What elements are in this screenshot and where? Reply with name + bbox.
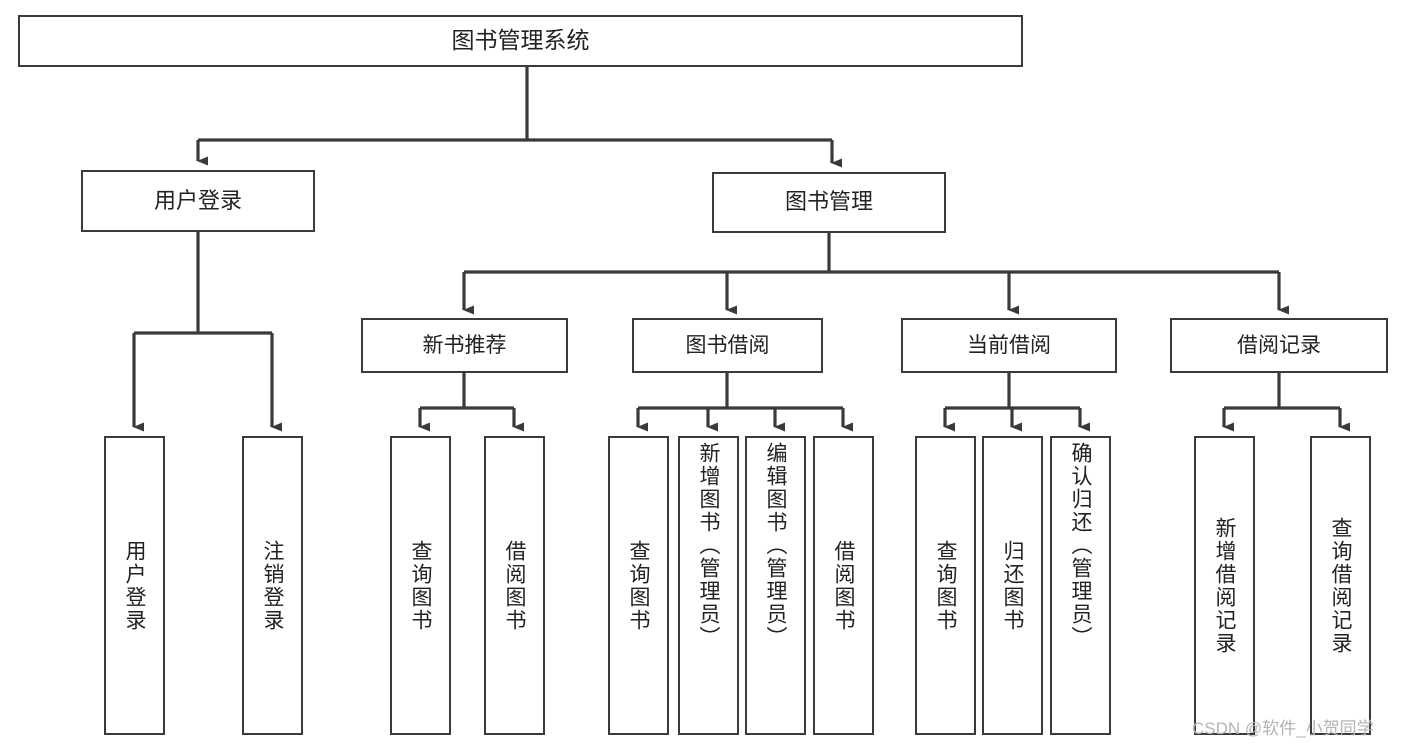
node-label: 图书管理 <box>784 189 873 215</box>
node-label: 新增借阅记录 <box>1213 516 1236 655</box>
node-label: 编辑图书（管理员） <box>764 442 787 649</box>
node-label: 查询借阅记录 <box>1329 516 1352 655</box>
node-label: 用户登录 <box>123 539 146 632</box>
node-label: 当前借阅 <box>967 333 1051 357</box>
leaf-confirm-return-admin[interactable]: 确认归还（管理员） <box>1050 436 1111 735</box>
node-label: 借阅图书 <box>503 539 526 632</box>
leaf-query-borrow-record[interactable]: 查询借阅记录 <box>1310 436 1371 735</box>
leaf-query-books-rec[interactable]: 查询图书 <box>390 436 451 735</box>
node-label: 借阅图书 <box>832 539 855 632</box>
node-label: 确认归还（管理员） <box>1069 442 1092 649</box>
node-label: 借阅记录 <box>1237 333 1321 357</box>
node-book-borrowing[interactable]: 图书借阅 <box>632 318 823 373</box>
node-label: 图书借阅 <box>685 333 770 357</box>
node-label: 注销登录 <box>261 539 284 632</box>
node-label: 新增图书（管理员） <box>697 442 720 649</box>
node-label: 归还图书 <box>1001 539 1024 632</box>
leaf-borrow-books[interactable]: 借阅图书 <box>813 436 874 735</box>
node-label: 查询图书 <box>409 539 432 632</box>
leaf-query-books-borrow[interactable]: 查询图书 <box>608 436 669 735</box>
node-book-management-system[interactable]: 图书管理系统 <box>18 15 1023 67</box>
node-user-login[interactable]: 用户登录 <box>81 170 315 232</box>
node-new-book-recommendation[interactable]: 新书推荐 <box>361 318 568 373</box>
node-label: 查询图书 <box>934 539 957 632</box>
leaf-user-login[interactable]: 用户登录 <box>104 436 165 735</box>
leaf-edit-book-admin[interactable]: 编辑图书（管理员） <box>745 436 806 735</box>
node-label: 图书管理系统 <box>451 27 590 54</box>
leaf-return-books[interactable]: 归还图书 <box>982 436 1043 735</box>
node-book-management[interactable]: 图书管理 <box>712 172 946 233</box>
leaf-add-book-admin[interactable]: 新增图书（管理员） <box>678 436 739 735</box>
node-label: 查询图书 <box>627 539 650 632</box>
node-label: 用户登录 <box>153 187 242 213</box>
leaf-query-books-current[interactable]: 查询图书 <box>915 436 976 735</box>
node-borrowing-record[interactable]: 借阅记录 <box>1170 318 1388 373</box>
leaf-logout[interactable]: 注销登录 <box>242 436 303 735</box>
leaf-borrow-books-rec[interactable]: 借阅图书 <box>484 436 545 735</box>
leaf-add-borrow-record[interactable]: 新增借阅记录 <box>1194 436 1255 735</box>
node-current-borrowing[interactable]: 当前借阅 <box>901 318 1117 373</box>
node-label: 新书推荐 <box>422 333 507 357</box>
